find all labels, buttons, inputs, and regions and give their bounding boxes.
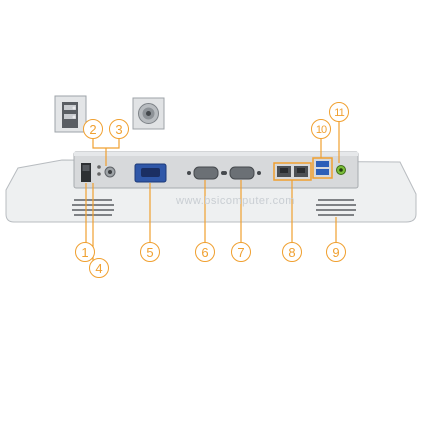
usb-port-2 xyxy=(316,169,329,175)
callout-7: 7 xyxy=(231,242,251,262)
callout-1: 1 xyxy=(75,242,95,262)
callout-6: 6 xyxy=(195,242,215,262)
power-switch xyxy=(81,163,91,182)
terminal-block-inset xyxy=(54,95,87,133)
callout-9: 9 xyxy=(326,242,346,262)
callout-3: 3 xyxy=(109,119,129,139)
callout-5: 5 xyxy=(140,242,160,262)
usb-port-1 xyxy=(316,161,329,167)
callout-10: 10 xyxy=(311,119,331,139)
watermark-text: www.bsicomputer.com xyxy=(176,195,295,207)
callout-4: 4 xyxy=(89,258,109,278)
com-port-2 xyxy=(223,166,261,180)
com-port-1 xyxy=(187,166,225,180)
callout-11: 11 xyxy=(329,102,349,122)
usb-highlight xyxy=(312,157,333,179)
callout-8: 8 xyxy=(282,242,302,262)
dc-jack-inset xyxy=(132,97,165,130)
callout-2: 2 xyxy=(83,119,103,139)
vent-right xyxy=(316,199,356,216)
